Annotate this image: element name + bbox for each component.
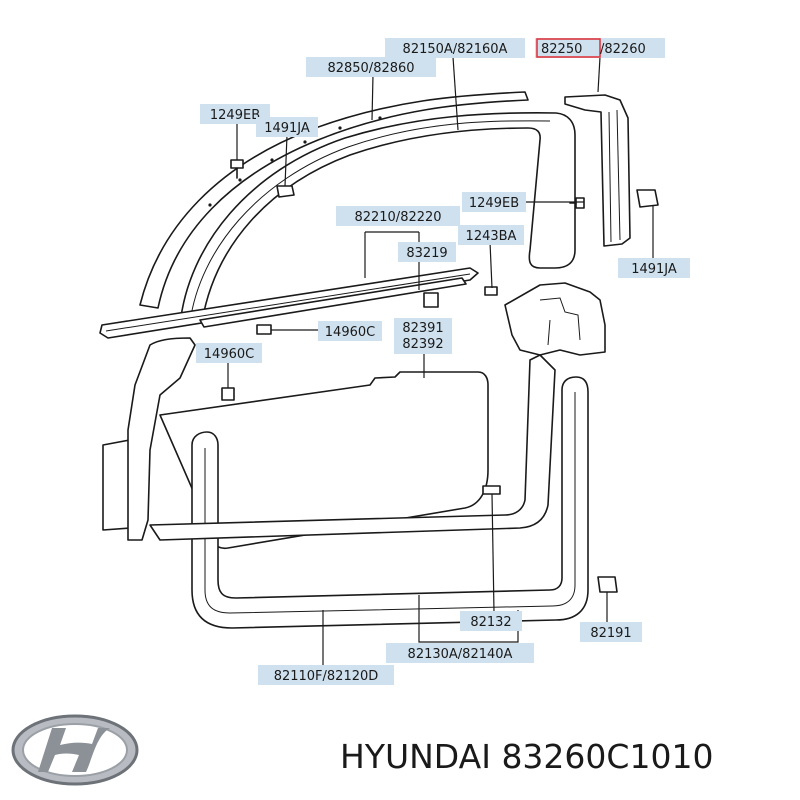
svg-text:/82260: /82260 xyxy=(600,42,646,57)
clip-1491ja-right xyxy=(636,189,659,208)
screw-1243ba xyxy=(484,286,498,296)
brand-title: HYUNDAI 83260C1010 xyxy=(340,737,713,776)
svg-text:1491JA: 1491JA xyxy=(631,262,677,277)
u-strip-inner xyxy=(204,392,576,614)
roof-strip-holes xyxy=(208,116,382,207)
label-82110f-82120d: 82110F/82120D xyxy=(258,665,394,685)
lower-weatherstrip xyxy=(149,354,556,541)
roof-weatherstrip xyxy=(139,91,529,309)
label-83219: 83219 xyxy=(398,242,456,262)
svg-text:82850/82860: 82850/82860 xyxy=(327,61,414,76)
svg-text:14960C: 14960C xyxy=(204,347,254,362)
svg-text:82132: 82132 xyxy=(470,615,511,630)
svg-text:82250: 82250 xyxy=(541,42,582,57)
label-1249eb-right: 1249EB xyxy=(462,192,526,212)
highlight-box xyxy=(536,38,601,58)
label-1243ba: 1243BA xyxy=(458,225,524,245)
svg-text:1243BA: 1243BA xyxy=(466,229,517,244)
svg-text:82191: 82191 xyxy=(590,626,631,641)
leader-lines xyxy=(227,56,654,665)
door-hinge-panel xyxy=(102,439,131,531)
screw-1249eb-right xyxy=(569,197,585,209)
label-1491ja-right: 1491JA xyxy=(618,258,690,278)
label-82250-82260: 82250 /82260 xyxy=(535,38,665,58)
brand-footer: HYUNDAI 83260C1010 xyxy=(11,714,713,786)
label-82150a-82160a: 82150A/82160A xyxy=(385,38,525,58)
glass-run-channel xyxy=(564,94,631,247)
bracket-detail xyxy=(539,297,581,346)
screw-14960c-right xyxy=(256,324,272,335)
svg-text:82392: 82392 xyxy=(402,337,443,352)
svg-text:82391: 82391 xyxy=(402,321,443,336)
channel-rib-1 xyxy=(608,111,612,243)
screw-82132 xyxy=(482,485,501,495)
clip-82191 xyxy=(597,576,618,593)
svg-text:1491JA: 1491JA xyxy=(264,121,310,136)
label-82130a-82140a: 82130A/82140A xyxy=(386,643,534,663)
channel-rib-2 xyxy=(616,109,621,241)
svg-text:83219: 83219 xyxy=(406,246,447,261)
beltline-weatherstrip xyxy=(99,267,479,339)
door-opening-weatherstrip xyxy=(191,376,589,629)
svg-text:82110F/82120D: 82110F/82120D xyxy=(274,669,379,684)
label-82391-82392: 82391 82392 xyxy=(394,318,452,354)
label-14960c-right: 14960C xyxy=(318,321,382,341)
label-14960c-left: 14960C xyxy=(196,343,262,363)
door-drawing xyxy=(99,91,659,629)
svg-text:82150A/82160A: 82150A/82160A xyxy=(403,42,508,57)
clip-1491ja-left xyxy=(276,185,295,198)
front-pillar-weatherstrip xyxy=(127,337,196,541)
label-82191: 82191 xyxy=(580,622,642,642)
label-82132: 82132 xyxy=(460,611,522,631)
frame-inner-line xyxy=(189,120,551,323)
belt-line-inner xyxy=(105,273,471,332)
screw-14960c-left xyxy=(221,387,235,401)
label-82210-82220: 82210/82220 xyxy=(336,206,460,226)
svg-text:1249EB: 1249EB xyxy=(210,108,260,123)
svg-text:1249EB: 1249EB xyxy=(469,196,519,211)
clip-83219 xyxy=(423,292,439,308)
label-82850-82860: 82850/82860 xyxy=(306,57,436,77)
hyundai-logo-icon xyxy=(11,714,139,786)
label-1249eb-top: 1249EB xyxy=(200,104,270,124)
pillar-bracket xyxy=(504,282,606,356)
svg-text:82210/82220: 82210/82220 xyxy=(354,210,441,225)
belt-strip-2 xyxy=(199,277,467,328)
svg-text:82130A/82140A: 82130A/82140A xyxy=(408,647,513,662)
svg-text:14960C: 14960C xyxy=(325,325,375,340)
part-labels: 82150A/82160A 82250 /82260 82850/82860 1… xyxy=(196,38,690,685)
door-frame-weatherstrip xyxy=(179,112,576,326)
label-1491ja-left: 1491JA xyxy=(256,117,318,137)
fasteners xyxy=(221,159,659,593)
